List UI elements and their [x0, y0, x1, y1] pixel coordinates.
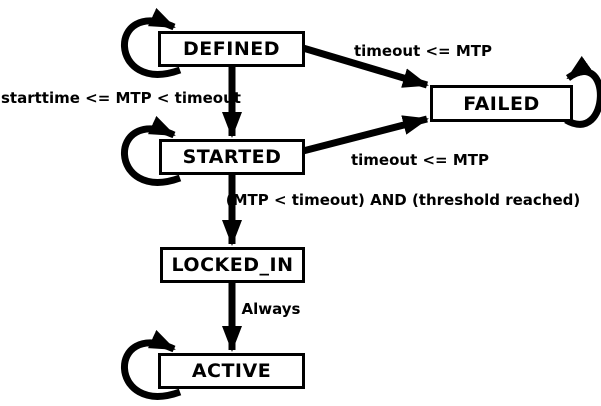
transition-label-locked-in-to-active: Always: [241, 300, 301, 318]
self-loop-defined-arrow: [121, 7, 182, 78]
state-failed: FAILED: [430, 85, 573, 122]
self-loop-active-arrow: [121, 329, 182, 400]
transition-label-started-to-locked-in: (MTP < timeout) AND (threshold reached): [225, 191, 581, 209]
arrow-started-to-failed: [302, 115, 429, 155]
state-active-label: ACTIVE: [191, 360, 272, 382]
state-locked-in-label: LOCKED_IN: [171, 254, 294, 276]
state-locked-in: LOCKED_IN: [160, 247, 305, 283]
transition-label-defined-to-failed: timeout <= MTP: [353, 42, 493, 60]
self-loop-started-arrow: [121, 115, 182, 186]
state-failed-label: FAILED: [463, 92, 540, 115]
self-loop-failed-arrow: [564, 55, 601, 128]
state-defined: DEFINED: [158, 31, 305, 67]
transition-label-started-to-failed: timeout <= MTP: [350, 151, 490, 169]
state-defined-label: DEFINED: [183, 38, 280, 60]
state-started-label: STARTED: [182, 146, 282, 168]
arrow-defined-to-failed: [301, 44, 429, 89]
state-active: ACTIVE: [158, 353, 305, 389]
transition-label-defined-to-started: starttime <= MTP < timeout: [1, 89, 241, 107]
state-started: STARTED: [159, 139, 305, 175]
